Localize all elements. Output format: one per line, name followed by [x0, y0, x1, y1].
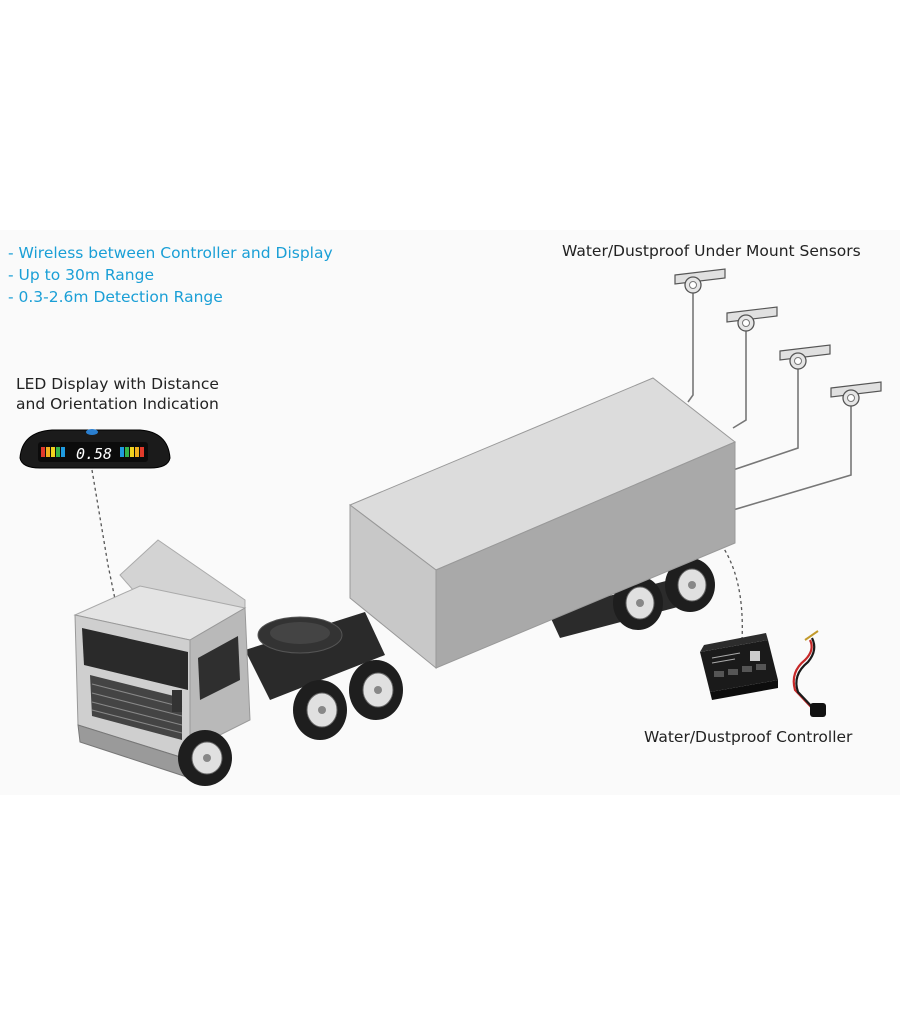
distance-readout: 0.58	[76, 445, 112, 463]
controller-label: Water/Dustproof Controller	[644, 728, 853, 746]
display-label-line: and Orientation Indication	[16, 395, 219, 413]
display-label: LED Display with Distance and Orientatio…	[16, 374, 219, 414]
truck-rear-wheel	[293, 680, 347, 740]
led-bar-right	[120, 447, 144, 457]
controller-unit	[700, 630, 826, 717]
trailer-box	[349, 377, 736, 670]
feature-item: - Wireless between Controller and Displa…	[8, 244, 333, 262]
trailer-wheel	[613, 576, 663, 630]
led-display-device: 0.58	[19, 429, 171, 469]
sensor-wires	[687, 292, 852, 511]
feature-list: - Wireless between Controller and Displa…	[8, 242, 333, 308]
sensor-3	[779, 344, 831, 370]
controller-pointer-line	[717, 539, 743, 641]
led-bar-left	[41, 447, 65, 457]
sensor-4	[830, 381, 882, 407]
trailer-wheel	[665, 558, 715, 612]
feature-item: - Up to 30m Range	[8, 266, 154, 284]
trailer-undercarriage	[548, 558, 715, 638]
sensor-2	[726, 306, 778, 332]
sensors-label: Water/Dustproof Under Mount Sensors	[562, 242, 861, 260]
truck-cab	[73, 539, 403, 786]
sensor-1	[674, 268, 726, 294]
feature-item: - 0.3-2.6m Detection Range	[8, 288, 223, 306]
display-label-line: LED Display with Distance	[16, 375, 219, 393]
truck-front-wheel	[178, 730, 232, 786]
truck-rear-wheel	[349, 660, 403, 720]
